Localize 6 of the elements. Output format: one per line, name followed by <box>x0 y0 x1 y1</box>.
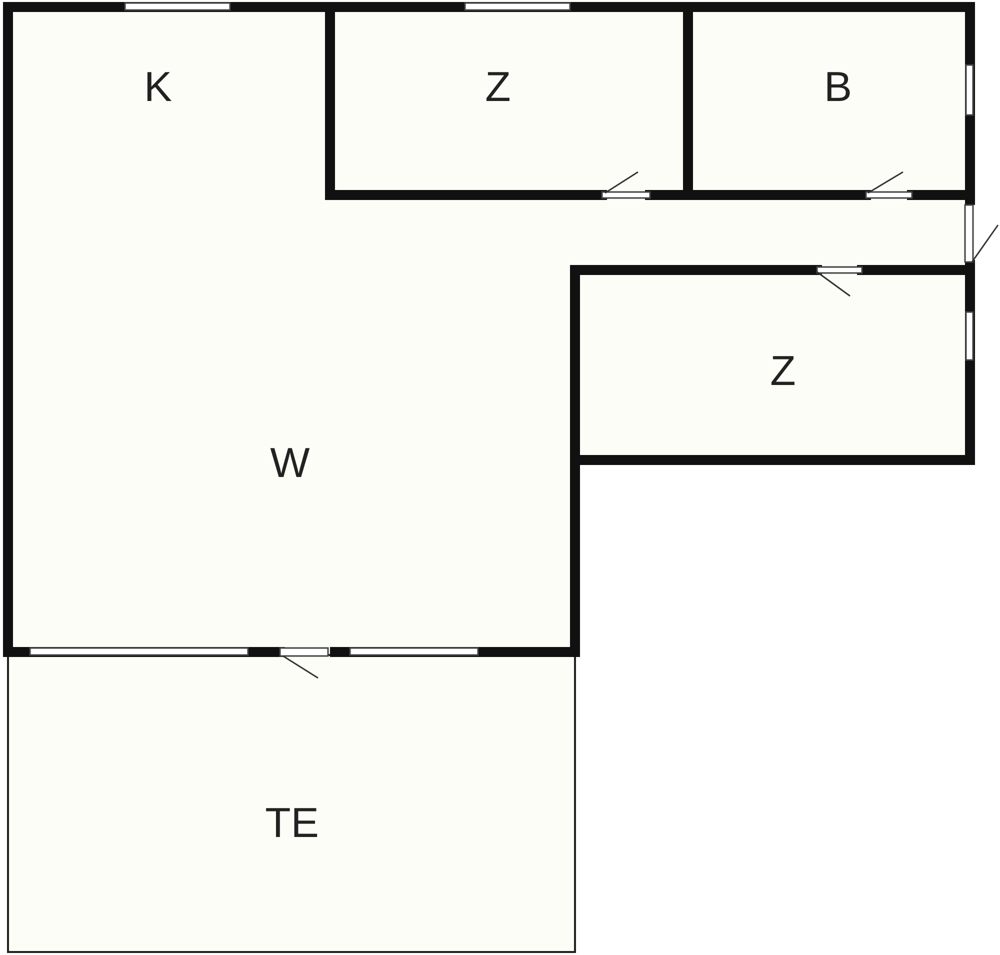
room-label: TE <box>265 802 319 844</box>
room-label: Z <box>485 66 511 108</box>
room-label: B <box>824 66 852 108</box>
room-label: K <box>144 66 172 108</box>
room-label: Z <box>770 350 796 392</box>
room-label: W <box>270 442 310 484</box>
